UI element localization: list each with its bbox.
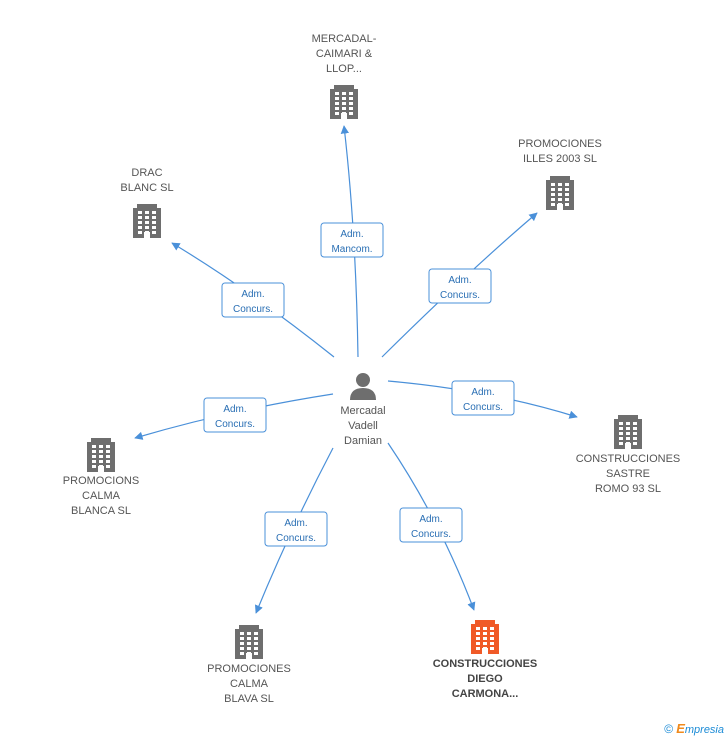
edge-label-box: [428, 268, 492, 304]
building-icon-drac[interactable]: [133, 204, 161, 238]
edge-role-label: Adm.Concurs.: [276, 518, 316, 544]
building-icon-illes[interactable]: [546, 176, 574, 210]
edge-role-label: Adm.Mancom.: [331, 229, 372, 255]
edge-role-label: Adm.Concurs.: [233, 289, 273, 315]
building-icon-sastre[interactable]: [614, 415, 642, 449]
brand-initial: E: [676, 721, 685, 736]
edge-label-box: [451, 380, 515, 416]
edges-layer: Adm.Mancom. Adm.Concurs. Adm.Concurs. Adm.C…: [134, 125, 578, 614]
copyright-symbol: ©: [664, 722, 674, 736]
brand-name: mpresia: [684, 724, 724, 736]
edge-mercadal[interactable]: Adm.Mancom.: [320, 125, 384, 358]
edge-label-box: [320, 222, 384, 258]
edge-label-box: [203, 397, 267, 433]
company-name-mercadal: MERCADAL-CAIMARI &LLOP...: [312, 33, 377, 75]
edge-role-label: Adm.Concurs.: [411, 514, 451, 540]
person-icon[interactable]: [350, 373, 376, 400]
building-icon-mercadal[interactable]: [330, 85, 358, 119]
edge-role-label: Adm.Concurs.: [440, 275, 480, 301]
footer-brand: © Empresia: [664, 721, 724, 736]
edge-calma_blanca[interactable]: Adm.Concurs.: [134, 393, 334, 440]
edge-sastre[interactable]: Adm.Concurs.: [387, 380, 578, 419]
building-icon-diego[interactable]: [471, 620, 499, 654]
edge-label-box: [264, 511, 328, 547]
building-icon-calma_blanca[interactable]: [87, 438, 115, 472]
edge-label-box: [399, 507, 463, 543]
edge-role-label: Adm.Concurs.: [463, 387, 503, 413]
edge-diego[interactable]: Adm.Concurs.: [387, 442, 476, 611]
edge-illes[interactable]: Adm.Concurs.: [381, 212, 538, 358]
building-icon-calma_blava[interactable]: [235, 625, 263, 659]
edge-drac[interactable]: Adm.Concurs.: [171, 242, 335, 358]
edge-calma_blava[interactable]: Adm.Concurs.: [254, 447, 334, 614]
edge-label-box: [221, 282, 285, 318]
edge-role-label: Adm.Concurs.: [215, 404, 255, 430]
